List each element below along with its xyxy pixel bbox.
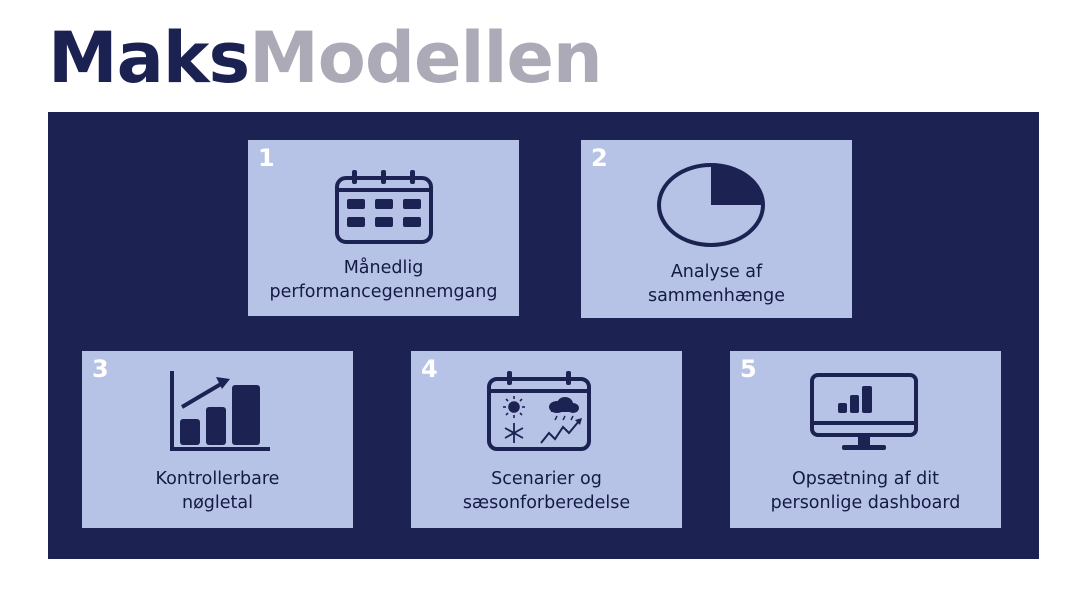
card-label: Analyse af sammenhænge <box>647 262 786 306</box>
pie-chart-icon <box>657 163 765 247</box>
card-number: 4 <box>421 355 438 383</box>
cloud-icon <box>549 397 579 421</box>
card-3: 3 Kontrollerbare nøgletal <box>82 351 353 528</box>
trend-line-icon <box>540 420 580 444</box>
card-label: Opsætning af dit personlige dashboard <box>770 469 961 513</box>
title-part-maks: Maks <box>48 17 250 99</box>
card-1: 1 Månedlig performancegennemgang <box>248 140 519 316</box>
snowflake-icon <box>504 423 524 443</box>
card-number: 3 <box>92 355 109 383</box>
model-panel: 1 Månedlig performancegennemgang 2 Analy… <box>48 112 1039 559</box>
card-4: 4 <box>411 351 682 528</box>
card-label: Kontrollerbare nøgletal <box>155 469 280 513</box>
card-label: Månedlig performancegennemgang <box>269 258 498 302</box>
weather-calendar-icon <box>487 371 591 451</box>
card-2: 2 Analyse af sammenhænge <box>581 140 852 318</box>
card-label: Scenarier og sæsonforberedelse <box>462 469 631 513</box>
card-5: 5 Opsætning af dit personlige dashboard <box>730 351 1001 528</box>
title-part-modellen: Modellen <box>249 17 603 99</box>
sun-icon <box>503 396 525 418</box>
page-title: MaksModellen <box>48 17 603 99</box>
card-number: 5 <box>740 355 757 383</box>
bar-chart-growth-icon <box>170 371 270 451</box>
card-number: 2 <box>591 144 608 172</box>
calendar-icon <box>335 170 433 244</box>
card-number: 1 <box>258 144 275 172</box>
monitor-dashboard-icon <box>810 373 918 450</box>
